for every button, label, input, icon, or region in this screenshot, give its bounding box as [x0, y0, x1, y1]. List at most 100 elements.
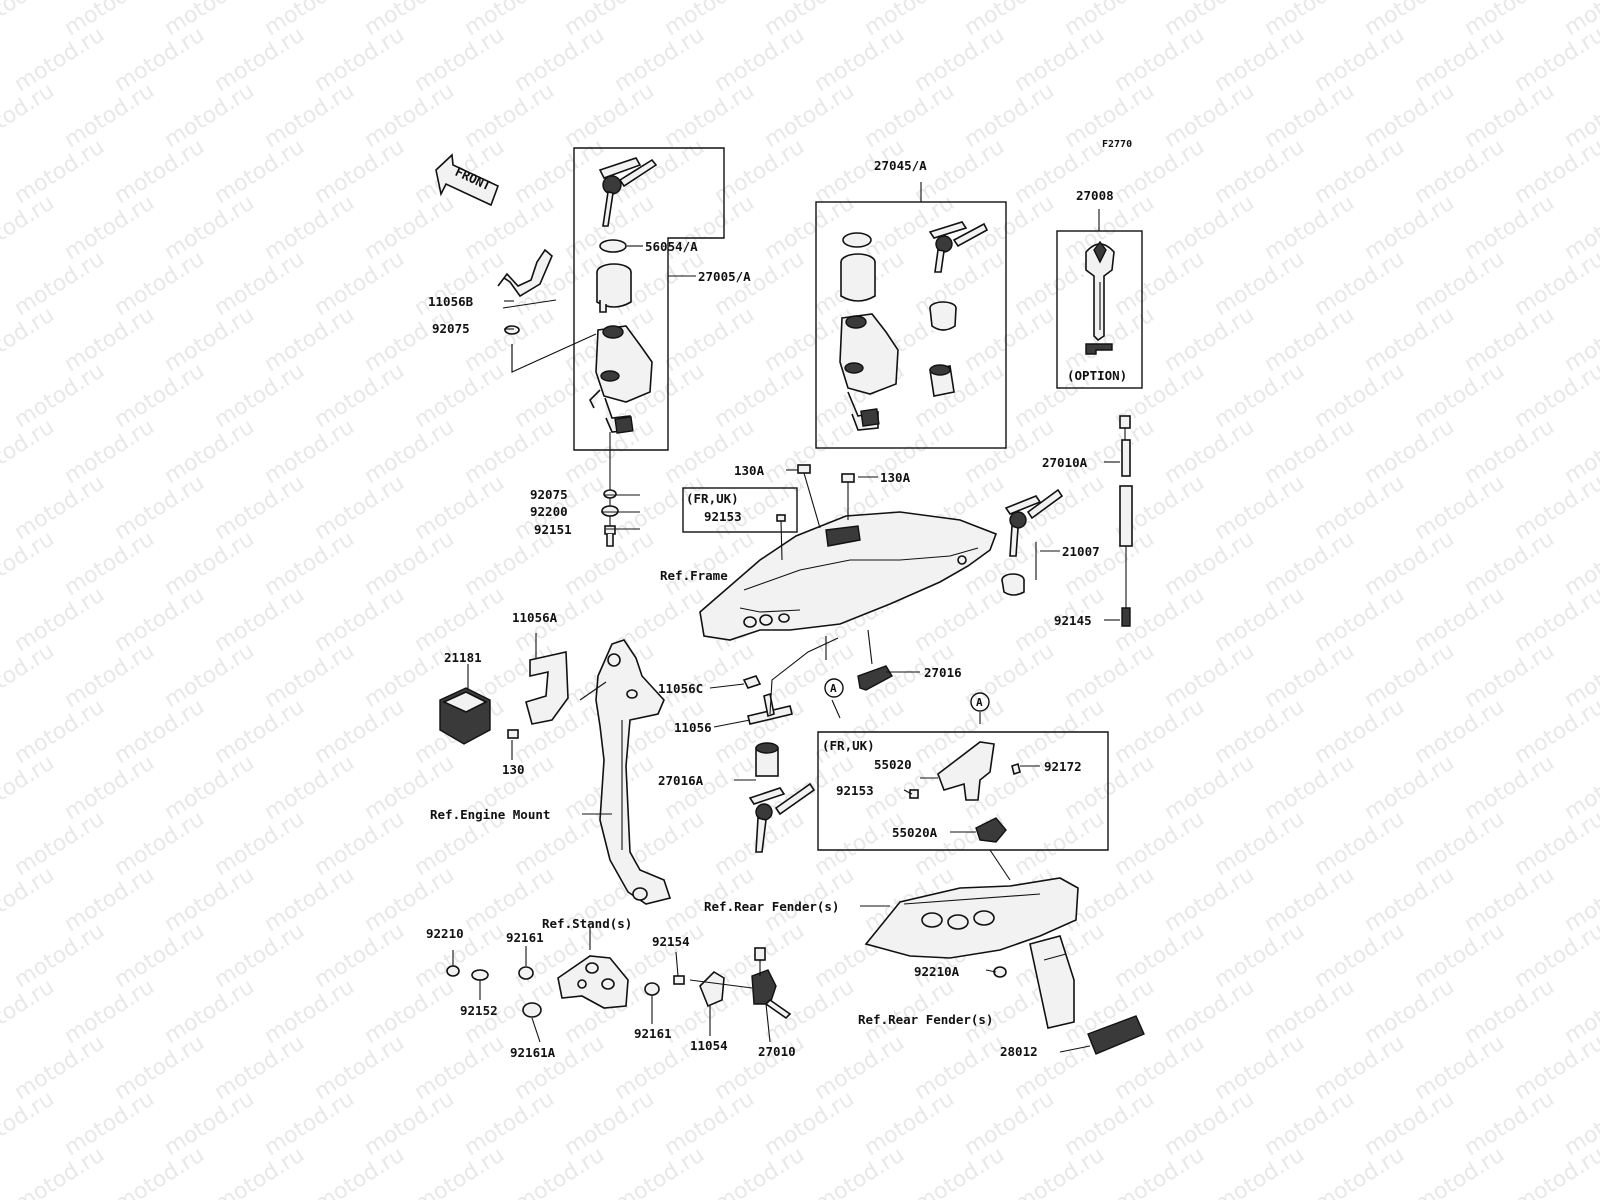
label-11056: 11056 [674, 720, 712, 735]
label-circle-a2: A [976, 696, 983, 709]
bracket-11054 [699, 970, 725, 1008]
rear-fender [864, 877, 1079, 1029]
reference-marker-a2 [970, 692, 990, 712]
spring-92145 [1121, 607, 1131, 627]
label-ref-engine-mount: Ref.Engine Mount [430, 807, 550, 822]
washer-56054a [599, 239, 627, 253]
label-92152: 92152 [460, 1003, 498, 1018]
key-blank-icon [1085, 240, 1115, 342]
part-labels: 27045/A 27008 (OPTION) 56054/A 11056B 92… [426, 158, 1127, 1060]
label-11056b: 11056B [428, 294, 474, 309]
key-icon [748, 782, 816, 853]
label-92161-b: 92161 [634, 1026, 672, 1041]
label-92145: 92145 [1054, 613, 1092, 628]
label-130a-left: 130A [734, 463, 765, 478]
clip-92172 [1011, 762, 1021, 776]
collar-92161 [518, 966, 534, 980]
clip-11056c [742, 675, 762, 689]
label-55020a: 55020A [892, 825, 938, 840]
label-27045a: 27045/A [874, 158, 927, 173]
switch-27010a [1119, 415, 1133, 627]
label-11056a: 11056A [512, 610, 558, 625]
group-box-27005a [573, 147, 725, 451]
bracket-11056a [525, 651, 569, 725]
fuel-cap-lock-cylinder [929, 364, 955, 397]
screw-92153 [776, 514, 786, 522]
bracket-55020 [937, 741, 995, 801]
label-130a-right: 130A [880, 470, 911, 485]
label-92172: 92172 [1044, 759, 1082, 774]
ignition-switch-27005a-group [573, 147, 725, 451]
cover-55020a [975, 817, 1007, 843]
washer-92200 [601, 505, 619, 517]
screw-92153-b [909, 789, 919, 799]
nut-92075-top [504, 325, 520, 335]
bolt-130a-left [797, 464, 821, 529]
seat-lock-21007 [1001, 488, 1064, 596]
label-130: 130 [502, 762, 525, 777]
label-92153-a: 92153 [704, 509, 742, 524]
reference-marker-a1 [824, 678, 844, 698]
label-55020: 55020 [874, 757, 912, 772]
label-ref-stand: Ref.Stand(s) [542, 916, 632, 931]
bolt-92151 [604, 525, 616, 547]
label-27010a: 27010A [1042, 455, 1088, 470]
bolt-130 [507, 729, 519, 739]
label-option: (OPTION) [1067, 368, 1127, 383]
label-27016a: 27016A [658, 773, 704, 788]
ignition-switch [839, 313, 899, 431]
label-ref-rear-fender-2: Ref.Rear Fender(s) [858, 1012, 993, 1027]
side-stand-switch-27010 [751, 947, 792, 1020]
frame-seat-tray [699, 511, 998, 641]
label-21181: 21181 [444, 650, 482, 665]
label-27005a: 27005/A [698, 269, 751, 284]
bracket-11056 [747, 692, 793, 725]
label-92200: 92200 [530, 504, 568, 519]
label-circle-a1: A [830, 682, 837, 695]
label-27008: 27008 [1076, 188, 1114, 203]
washer [842, 232, 872, 248]
label-28012: 28012 [1000, 1044, 1038, 1059]
fr-uk-box-a [682, 487, 798, 561]
nut-92075-bottom [603, 489, 617, 499]
key-icon [598, 157, 658, 227]
label-92210a: 92210A [914, 964, 960, 979]
fr-uk-box-b [817, 731, 1109, 851]
stand-bracket [557, 955, 629, 1009]
diagram-code: F2770 [1102, 139, 1132, 150]
key-icon [928, 221, 989, 273]
key-blank-27008-group [1056, 209, 1143, 389]
seat-lock-cylinder [929, 301, 957, 331]
label-92075-bottom: 92075 [530, 487, 568, 502]
bolt-130a-right [841, 473, 855, 520]
bushing-92161a [522, 1002, 542, 1018]
label-11056c: 11056C [658, 681, 703, 696]
bracket-11056b [497, 248, 557, 309]
label-27010: 27010 [758, 1044, 796, 1059]
group-box-27045a [815, 201, 1007, 449]
nut-92210 [446, 965, 460, 977]
washer-92152 [471, 969, 489, 981]
label-ref-frame: Ref.Frame [660, 568, 728, 583]
reflector-28012 [1087, 1015, 1145, 1055]
label-11054: 11054 [690, 1038, 728, 1053]
lock-cylinder-27016a [755, 742, 779, 777]
label-92154: 92154 [652, 934, 690, 949]
engine-mount-bracket [595, 639, 672, 905]
label-92153-b: 92153 [836, 783, 874, 798]
collar-92161-b [644, 982, 660, 996]
label-92161a: 92161A [510, 1045, 556, 1060]
ignition-switch-27005a [589, 325, 653, 434]
relay-21181 [439, 687, 491, 745]
leader-lines [452, 300, 1120, 1053]
lock-cylinder [596, 263, 632, 313]
label-fr-uk-a: (FR,UK) [686, 491, 739, 506]
latch-27016 [857, 665, 893, 691]
label-92151: 92151 [534, 522, 572, 537]
label-ref-rear-fender-1: Ref.Rear Fender(s) [704, 899, 839, 914]
label-fr-uk-b: (FR,UK) [822, 738, 875, 753]
lock-cylinder [840, 253, 876, 302]
label-21007: 21007 [1062, 544, 1100, 559]
label-92161-a: 92161 [506, 930, 544, 945]
